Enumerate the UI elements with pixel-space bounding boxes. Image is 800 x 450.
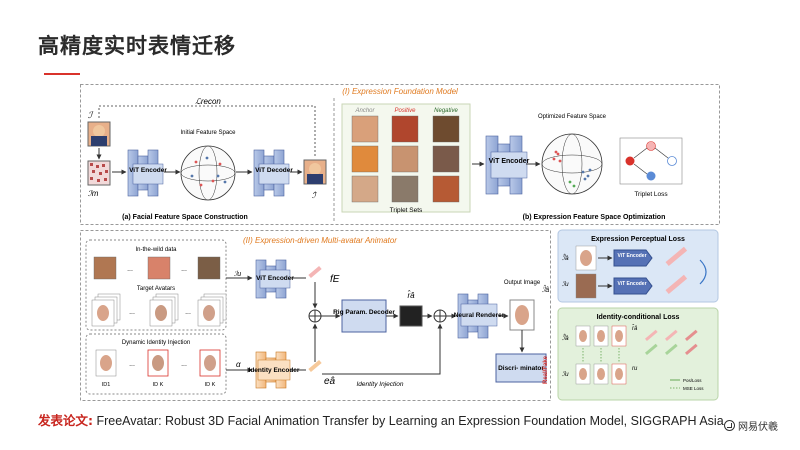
section-b-caption: (b) Expression Feature Space Optimizatio… [523, 214, 666, 221]
citation-label: 发表论文: [38, 413, 93, 428]
triplet-sets: Anchor Positive Negative Triplet Sets [341, 103, 471, 214]
svg-text:...: ... [127, 266, 133, 273]
paper-citation: 发表论文: FreeAvatar: Robust 3D Facial Anima… [38, 410, 724, 429]
svg-text:ViT Encoder: ViT Encoder [617, 253, 646, 259]
section-a: ℐ ℐm ViT Encoder Initial Feature Space [87, 97, 327, 221]
identity-encoder-label: Identity Encoder [249, 367, 300, 374]
svg-text:...: ... [181, 361, 187, 368]
svg-text:ℐ̂â: ℐ̂â [542, 285, 549, 294]
expr-perc-loss-title: Expression Perceptual Loss [591, 236, 685, 243]
neural-renderer-label: Neural Renderer [454, 312, 505, 319]
svg-text:ru: ru [632, 366, 638, 372]
title-underline [44, 73, 80, 75]
vit-encoder-a-label: ViT Encoder [129, 167, 167, 174]
expression-perceptual-loss-panel: Expression Perceptual Loss ℐ̂â ℐu ViT En… [557, 229, 719, 303]
triplet-face [432, 115, 460, 143]
svg-text:ℐ̂â: ℐ̂â [562, 253, 569, 262]
id-cond-loss-title: Identity-conditional Loss [597, 314, 680, 321]
section-b: ViT Encoder Optimized Feature Space Trip… [472, 114, 683, 221]
target-avatars-label: Target Avatars [137, 286, 175, 292]
svg-text:Pos/Loss: Pos/Loss [683, 378, 702, 383]
triplet-face [391, 115, 419, 143]
fe-label: fE [330, 274, 340, 285]
initial-feature-sphere [180, 145, 236, 201]
wild-face [93, 256, 117, 280]
triplet-anchor-label: Anchor [354, 108, 375, 114]
output-image-label: Output Image [504, 280, 541, 286]
svg-text:ℐ̂â: ℐ̂â [562, 333, 569, 342]
rig-decoder-label: Rig Param. Decoder [333, 309, 395, 316]
netease-fuxi-logo-icon [724, 420, 735, 431]
section-a-caption: (a) Facial Feature Space Construction [122, 214, 248, 221]
vit-decoder [258, 163, 290, 185]
label-im: ℐm [88, 189, 99, 198]
dynamic-identity-label: Dynamic Identity Injection [122, 340, 190, 346]
identity-injection-label: Identity Injection [357, 381, 404, 388]
triplet-face [391, 175, 419, 203]
triplet-positive-label: Positive [394, 108, 416, 114]
in-wild-label: In-the-wild data [135, 247, 177, 253]
part1-title: (I) Expression Foundation Model [342, 87, 458, 96]
label-i: ℐ [88, 110, 94, 120]
triplet-face [351, 145, 379, 173]
id1-label: ID1 [102, 382, 111, 388]
initial-space-label: Initial Feature Space [180, 130, 236, 136]
triplet-face [351, 115, 379, 143]
triplet-negative-label: Negative [434, 108, 458, 114]
vit-encoder-b-label: ViT Encoder [489, 158, 530, 165]
svg-text:ℐu: ℐu [234, 270, 241, 278]
vit-encoder-animator [259, 269, 291, 289]
svg-text:ViT Encoder: ViT Encoder [617, 281, 646, 287]
vit-encoder-animator-label: ViT Encoder [256, 275, 294, 282]
architecture-diagram: (I) Expression Foundation Model ℐ ℐm ViT… [80, 84, 720, 401]
svg-text:ℐu: ℐu [562, 281, 569, 288]
slide-title: 高精度实时表情迁移 [38, 34, 236, 58]
triplet-face [391, 145, 419, 173]
recon-loss-label: ℒrecon [195, 97, 221, 106]
svg-text:α: α [236, 360, 241, 369]
citation-text: FreeAvatar: Robust 3D Facial Animation T… [96, 414, 724, 428]
rig-param-decoder [341, 299, 387, 333]
part2-title: (II) Expression-driven Multi-avatar Anim… [243, 236, 397, 245]
label-ihat: ℐ̂ [312, 191, 317, 200]
r-hat-label: r̂â [407, 291, 415, 300]
real-fake-label: Real/Fake [543, 355, 549, 384]
svg-text:...: ... [129, 361, 135, 368]
idk-label: ID K [153, 382, 164, 388]
wild-face [197, 256, 221, 280]
ea-label: eâ [324, 376, 336, 387]
triplet-face [432, 175, 460, 203]
animator-inputs: In-the-wild data ... ... Target Avatars … [85, 239, 227, 395]
optimized-space-label: Optimized Feature Space [538, 114, 607, 120]
svg-text:...: ... [181, 266, 187, 273]
svg-text:r̂â: r̂â [632, 325, 638, 332]
idk2-label: ID K [205, 382, 216, 388]
svg-text:...: ... [129, 309, 135, 316]
triplet-face [351, 175, 379, 203]
optimized-feature-sphere [541, 133, 603, 195]
triplet-face [432, 145, 460, 173]
discriminator-label: Discri- minator [498, 365, 544, 372]
rig-param-tensor [399, 305, 423, 327]
vit-decoder-label: ViT Decoder [255, 167, 293, 174]
logo-text: 网易伏羲 [738, 422, 778, 433]
svg-text:ℐu: ℐu [562, 371, 569, 378]
neural-renderer [460, 303, 498, 327]
triplet-loss-label: Triplet Loss [634, 191, 668, 198]
wild-face [147, 256, 171, 280]
discriminator [495, 353, 547, 383]
svg-text:MSE Loss: MSE Loss [683, 386, 704, 391]
triplet-sets-label: Triplet Sets [390, 207, 423, 214]
svg-text:...: ... [185, 309, 191, 316]
brand-logo: 网易伏羲 [724, 418, 778, 433]
vit-encoder-b [490, 151, 528, 179]
vit-encoder-a [132, 163, 164, 185]
identity-conditional-loss-panel: Identity-conditional Loss ℐ̂â ℐu r̂â ru … [557, 307, 719, 401]
animator-pipeline: ℐu ViT Encoder fE Rig Param. Decoder r̂â… [226, 259, 549, 389]
